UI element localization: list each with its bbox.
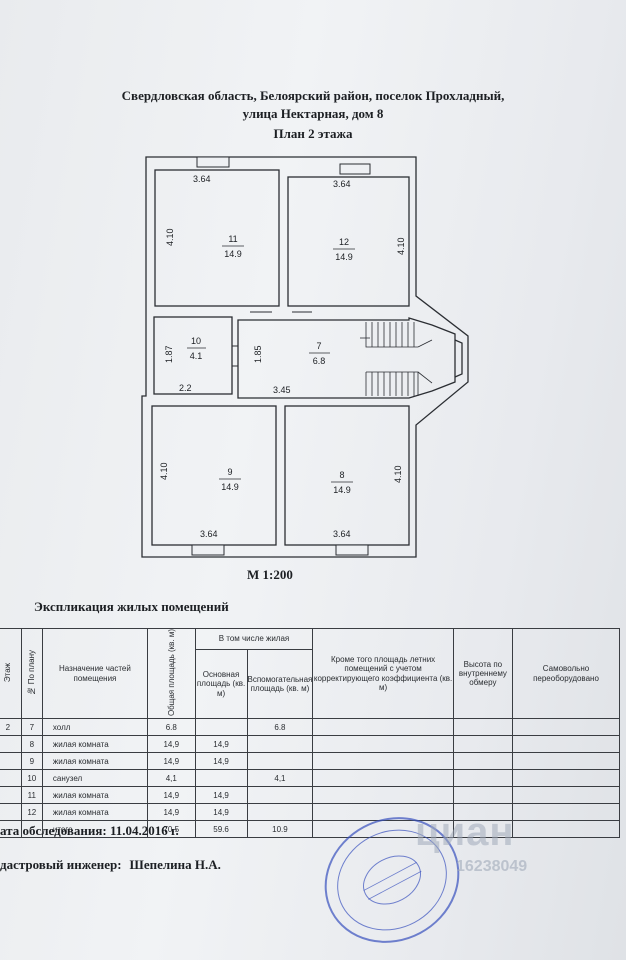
cell-main: 59.6 xyxy=(194,820,248,839)
cell-no xyxy=(20,820,43,839)
room-10-number: 10 xyxy=(191,336,201,346)
bay-window xyxy=(454,339,463,378)
cadastral-engineer: дастровый инженер: Шепелина Н.А. xyxy=(0,857,221,873)
room-10-outline xyxy=(153,316,233,395)
dim-r12-side: 4.10 xyxy=(396,237,406,255)
col-purpose: Назначение частей помещения xyxy=(41,627,148,720)
room-11-number: 11 xyxy=(228,234,237,244)
window-room-8 xyxy=(335,544,369,556)
explication-title: Экспликация жилых помещений xyxy=(34,599,229,614)
watermark-brand: циан xyxy=(415,810,515,854)
dim-r8-bottom: 3.64 xyxy=(333,529,351,539)
dimension-labels: 3.64 3.64 4.10 4.10 1.87 1.85 2.2 3.45 4… xyxy=(159,174,406,539)
window-room-11 xyxy=(196,156,230,168)
dim-r11-top: 3.64 xyxy=(193,174,211,184)
dim-r8-side: 4.10 xyxy=(393,465,403,483)
engineer-label: дастровый инженер: xyxy=(0,857,122,872)
address-line-1: Свердловская область, Белоярский район, … xyxy=(121,88,505,103)
room-8-number: 8 xyxy=(339,470,344,480)
engineer-name: Шепелина Н.А. xyxy=(129,857,221,872)
cell-empty xyxy=(511,820,621,839)
room-9-area: 14.9 xyxy=(221,482,239,492)
cell-empty xyxy=(452,820,513,839)
col-summer: Кроме того площадь летних помещений с уч… xyxy=(312,627,454,720)
room-10-area: 4.1 xyxy=(190,351,203,361)
dim-r9-bottom: 3.64 xyxy=(200,529,218,539)
room-labels: 11 14.9 12 14.9 10 4.1 7 6.8 9 14.9 8 14… xyxy=(187,234,355,495)
room-11-outline xyxy=(154,169,280,307)
dim-r12-top: 3.64 xyxy=(333,179,351,189)
room-9-number: 9 xyxy=(227,467,232,477)
dim-r10-side: 1.87 xyxy=(164,345,174,363)
cell-purpose: итого xyxy=(41,820,148,839)
dim-r7-bottom: 3.45 xyxy=(273,385,291,395)
dim-r11-side: 4.10 xyxy=(165,228,175,246)
col-aux: Вспомогательная площадь (кв. м) xyxy=(246,648,314,720)
window-room-12 xyxy=(339,163,371,175)
col-height: Высота по внутреннему обмеру xyxy=(452,627,513,720)
col-total: Общая площадь (кв. м) xyxy=(146,627,196,720)
room-8-area: 14.9 xyxy=(333,485,351,495)
room-7-area: 6.8 xyxy=(313,356,326,366)
room-7-number: 7 xyxy=(316,341,321,351)
explication-table: Этаж № По плану Назначение частей помеще… xyxy=(0,627,621,839)
watermark-id: 16238049 xyxy=(456,858,528,875)
col-unauth: Самовольно переоборудовано xyxy=(511,627,621,720)
outer-wall xyxy=(141,156,469,558)
room-12-outline xyxy=(287,176,410,307)
survey-date: ата обследования: 11.04.2016 г. xyxy=(0,823,179,838)
dim-r9-side: 4.10 xyxy=(159,462,169,480)
room-11-area: 14.9 xyxy=(224,249,242,259)
window-room-9 xyxy=(191,544,225,556)
room-12-number: 12 xyxy=(339,237,349,247)
room-7-outline xyxy=(237,317,456,399)
dim-r10-bottom: 2.2 xyxy=(179,383,192,393)
dim-r7-side: 1.85 xyxy=(253,345,263,363)
col-plan-no: № По плану xyxy=(20,627,43,720)
col-main: Основная площадь (кв. м) xyxy=(194,648,248,720)
plan-title: План 2 этажа xyxy=(273,126,353,141)
scale-label: М 1:200 xyxy=(247,567,293,582)
room-12-area: 14.9 xyxy=(335,252,353,262)
address-line-2: улица Нектарная, дом 8 xyxy=(242,106,384,121)
stairs xyxy=(360,322,433,396)
